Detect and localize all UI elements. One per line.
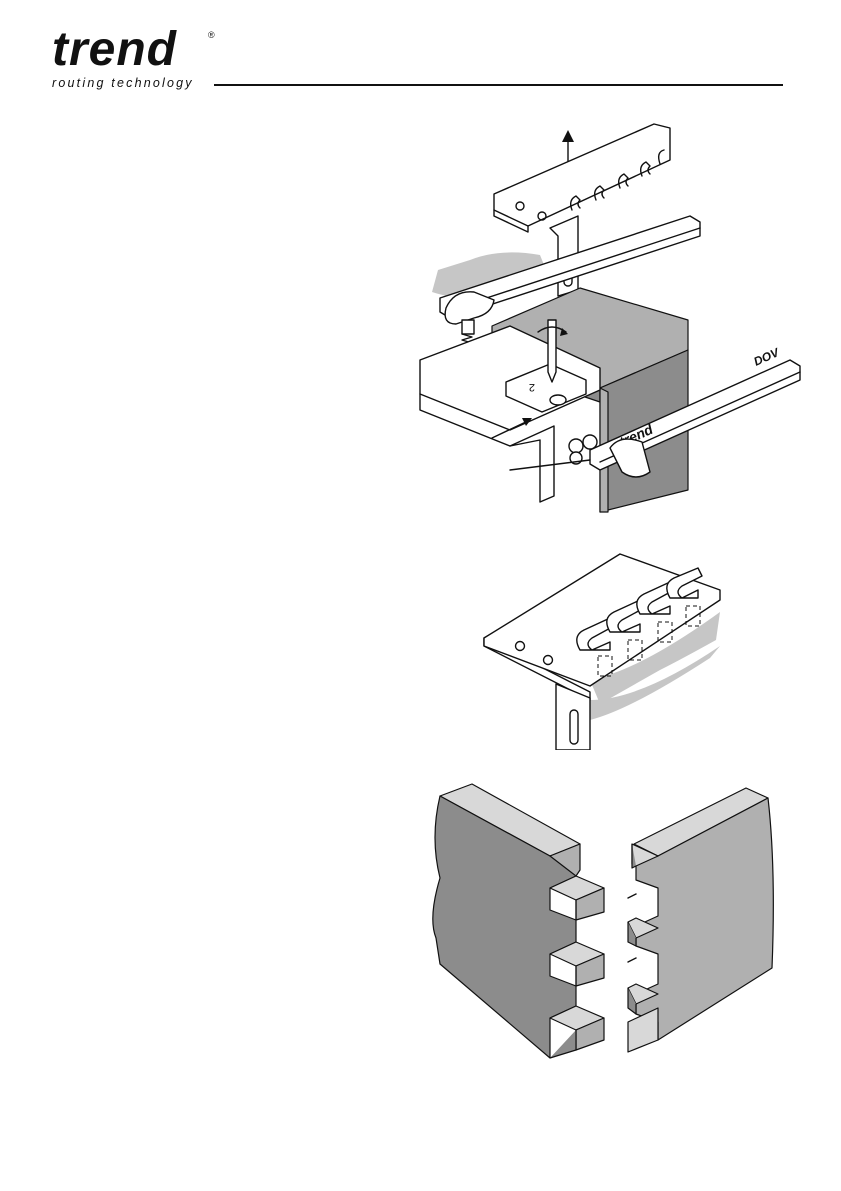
- template-detail-illustration: [480, 550, 730, 750]
- brand-tagline: routing technology: [52, 76, 194, 90]
- registered-mark: ®: [208, 30, 215, 40]
- left-joint-piece: [433, 784, 604, 1058]
- brand-name: trend: [52, 26, 194, 74]
- right-joint-piece: [628, 788, 773, 1052]
- upper-clamp-knob: [445, 292, 494, 334]
- brand-logo: trend ® routing technology: [52, 26, 194, 90]
- base-plate-number: 2: [529, 381, 535, 393]
- finished-joint-illustration: [426, 778, 776, 1063]
- jig-assembly-illustration: 2 trend DOV: [410, 120, 810, 520]
- page-header: trend ® routing technology: [0, 0, 841, 100]
- header-rule: [214, 84, 783, 86]
